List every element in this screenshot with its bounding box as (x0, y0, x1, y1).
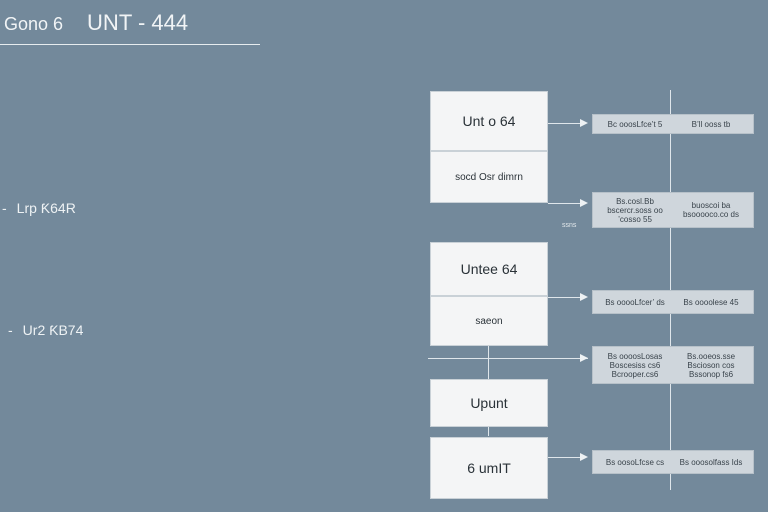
info-card-1: Bc ooosLfce’t 5 B’ll ooss tb (592, 114, 754, 134)
diagram-box-5: Upunt (430, 379, 548, 427)
arrowhead-3 (580, 293, 588, 301)
arrow-line-5 (548, 457, 584, 458)
title-underline (0, 44, 260, 45)
info-card-1-left: Bc ooosLfce’t 5 (607, 119, 663, 129)
diagram-box-2: socd Osr dimrn (430, 151, 548, 203)
info-card-4: Bs oooosLosas Boscesiss cs6 Bcrooper.cs6… (592, 346, 754, 384)
diagram-box-4: saeon (430, 296, 548, 346)
side-label-2: -Ur2 ƘB74 (8, 322, 83, 338)
small-note: ssns (562, 222, 577, 229)
side-label-1: -Lrp Ƙ64R (2, 200, 76, 216)
info-card-5-left: Bs oosoLfcse cs (605, 457, 665, 467)
arrowhead-5 (580, 453, 588, 461)
side-label-1-text: Lrp Ƙ64R (16, 200, 76, 216)
info-card-2-right: buoscoi ba bsooooco.co ds (682, 201, 740, 219)
info-card-2: Bs.cosl.Bb bscercr.soss oo ’cosso 55 buo… (592, 192, 754, 228)
diagram-box-4-text: saeon (475, 315, 503, 327)
page-title-text: UNT - 444 (87, 10, 189, 35)
side-label-2-dash: - (8, 322, 13, 338)
arrowhead-4 (580, 354, 588, 362)
diagram-box-1-text: Unt o 64 (462, 113, 516, 129)
arrow-line-2 (548, 203, 584, 204)
arrow-line-3 (548, 297, 584, 298)
page-subtitle: Gono 6 (4, 14, 64, 34)
info-card-5-right: Bs ooosolfass Ids (679, 457, 743, 467)
side-label-2-text: Ur2 ƘB74 (22, 322, 84, 338)
arrowhead-1 (580, 119, 588, 127)
diagram-box-6-text: 6 umIT (467, 460, 511, 476)
info-card-3-left: Bs ooooLfcer’ ds (605, 297, 665, 307)
info-card-4-left: Bs oooosLosas Boscesiss cs6 Bcrooper.cs6 (607, 351, 663, 379)
info-card-3-right: Bs oooolese 45 (683, 297, 739, 307)
diagram-box-6: 6 umIT (430, 437, 548, 499)
info-card-2-left: Bs.cosl.Bb bscercr.soss oo ’cosso 55 (607, 196, 663, 224)
diagram-box-1: Unt o 64 (430, 91, 548, 151)
diagram-box-3: Untee 64 (430, 242, 548, 296)
info-card-3: Bs ooooLfcer’ ds Bs oooolese 45 (592, 290, 754, 314)
side-label-1-dash: - (2, 200, 7, 216)
arrowhead-2 (580, 199, 588, 207)
info-card-5: Bs oosoLfcse cs Bs ooosolfass Ids (592, 450, 754, 474)
info-card-1-right: B’ll ooss tb (691, 119, 731, 129)
diagram-box-2-text: socd Osr dimrn (455, 171, 523, 183)
arrow-line-1 (548, 123, 584, 124)
connector-horizontal (428, 358, 588, 359)
diagram-box-5-text: Upunt (470, 395, 508, 411)
page-title: Gono 6 UNT - 444 (4, 10, 188, 36)
diagram-box-3-text: Untee 64 (460, 261, 518, 277)
info-card-4-right: Bs.ooeos.sse Bscioson cos Bssonop fs6 (686, 351, 736, 379)
